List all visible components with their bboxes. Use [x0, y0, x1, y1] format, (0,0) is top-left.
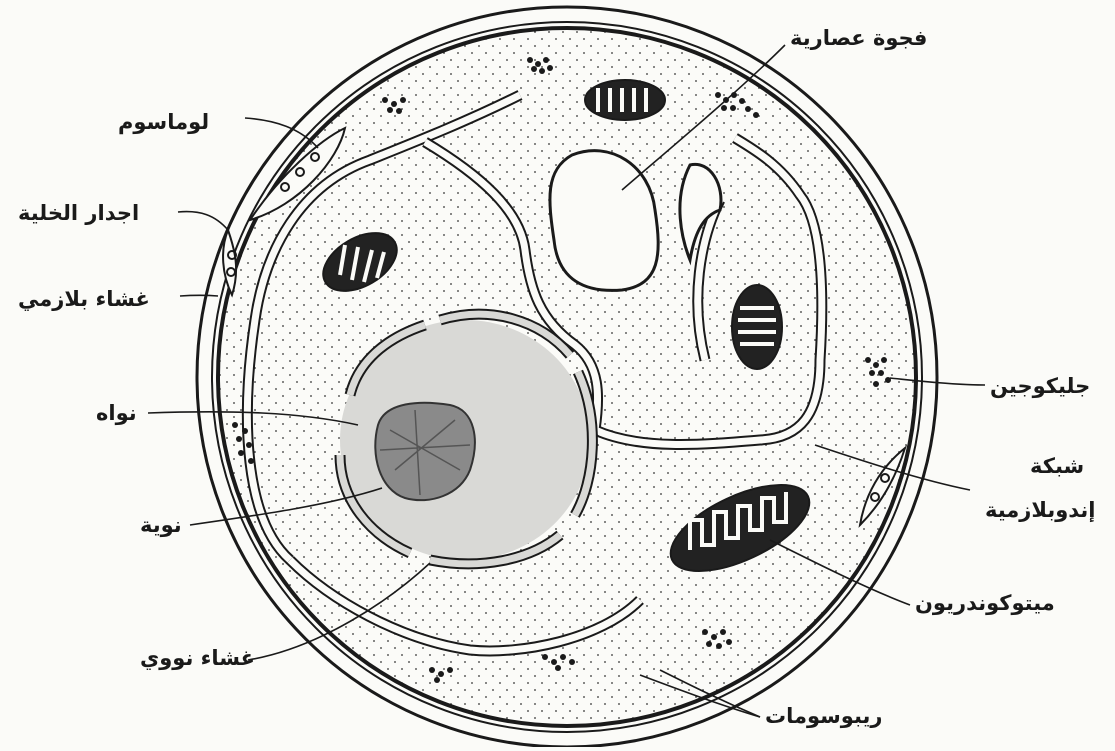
label-nuclear-membrane: غشاء نووي	[140, 648, 255, 669]
mitochondrion-1	[585, 80, 665, 120]
label-cell-walls: اجدار الخلية	[18, 203, 139, 224]
label-er-line2: إندوبلازمية	[985, 500, 1096, 521]
mitochondrion-3	[732, 285, 782, 369]
label-plasma-membrane: غشاء بلازمي	[18, 289, 150, 310]
label-ribosomes: ريبوسومات	[765, 706, 883, 727]
leader-cell-walls	[178, 212, 228, 230]
leader-plasma-membrane	[180, 295, 218, 296]
label-glycogen: جليكوجين	[990, 376, 1090, 397]
label-mitochondrion: ميتوكوندريون	[915, 593, 1055, 614]
label-nucleus: نواه	[96, 403, 137, 424]
label-vacuole: فجوة عصارية	[790, 28, 927, 49]
label-nucleolus: نوية	[140, 515, 182, 536]
nucleolus	[375, 403, 475, 500]
label-er-line1: شبكة	[1030, 456, 1084, 477]
label-lomasome: لوماسوم	[118, 112, 209, 133]
